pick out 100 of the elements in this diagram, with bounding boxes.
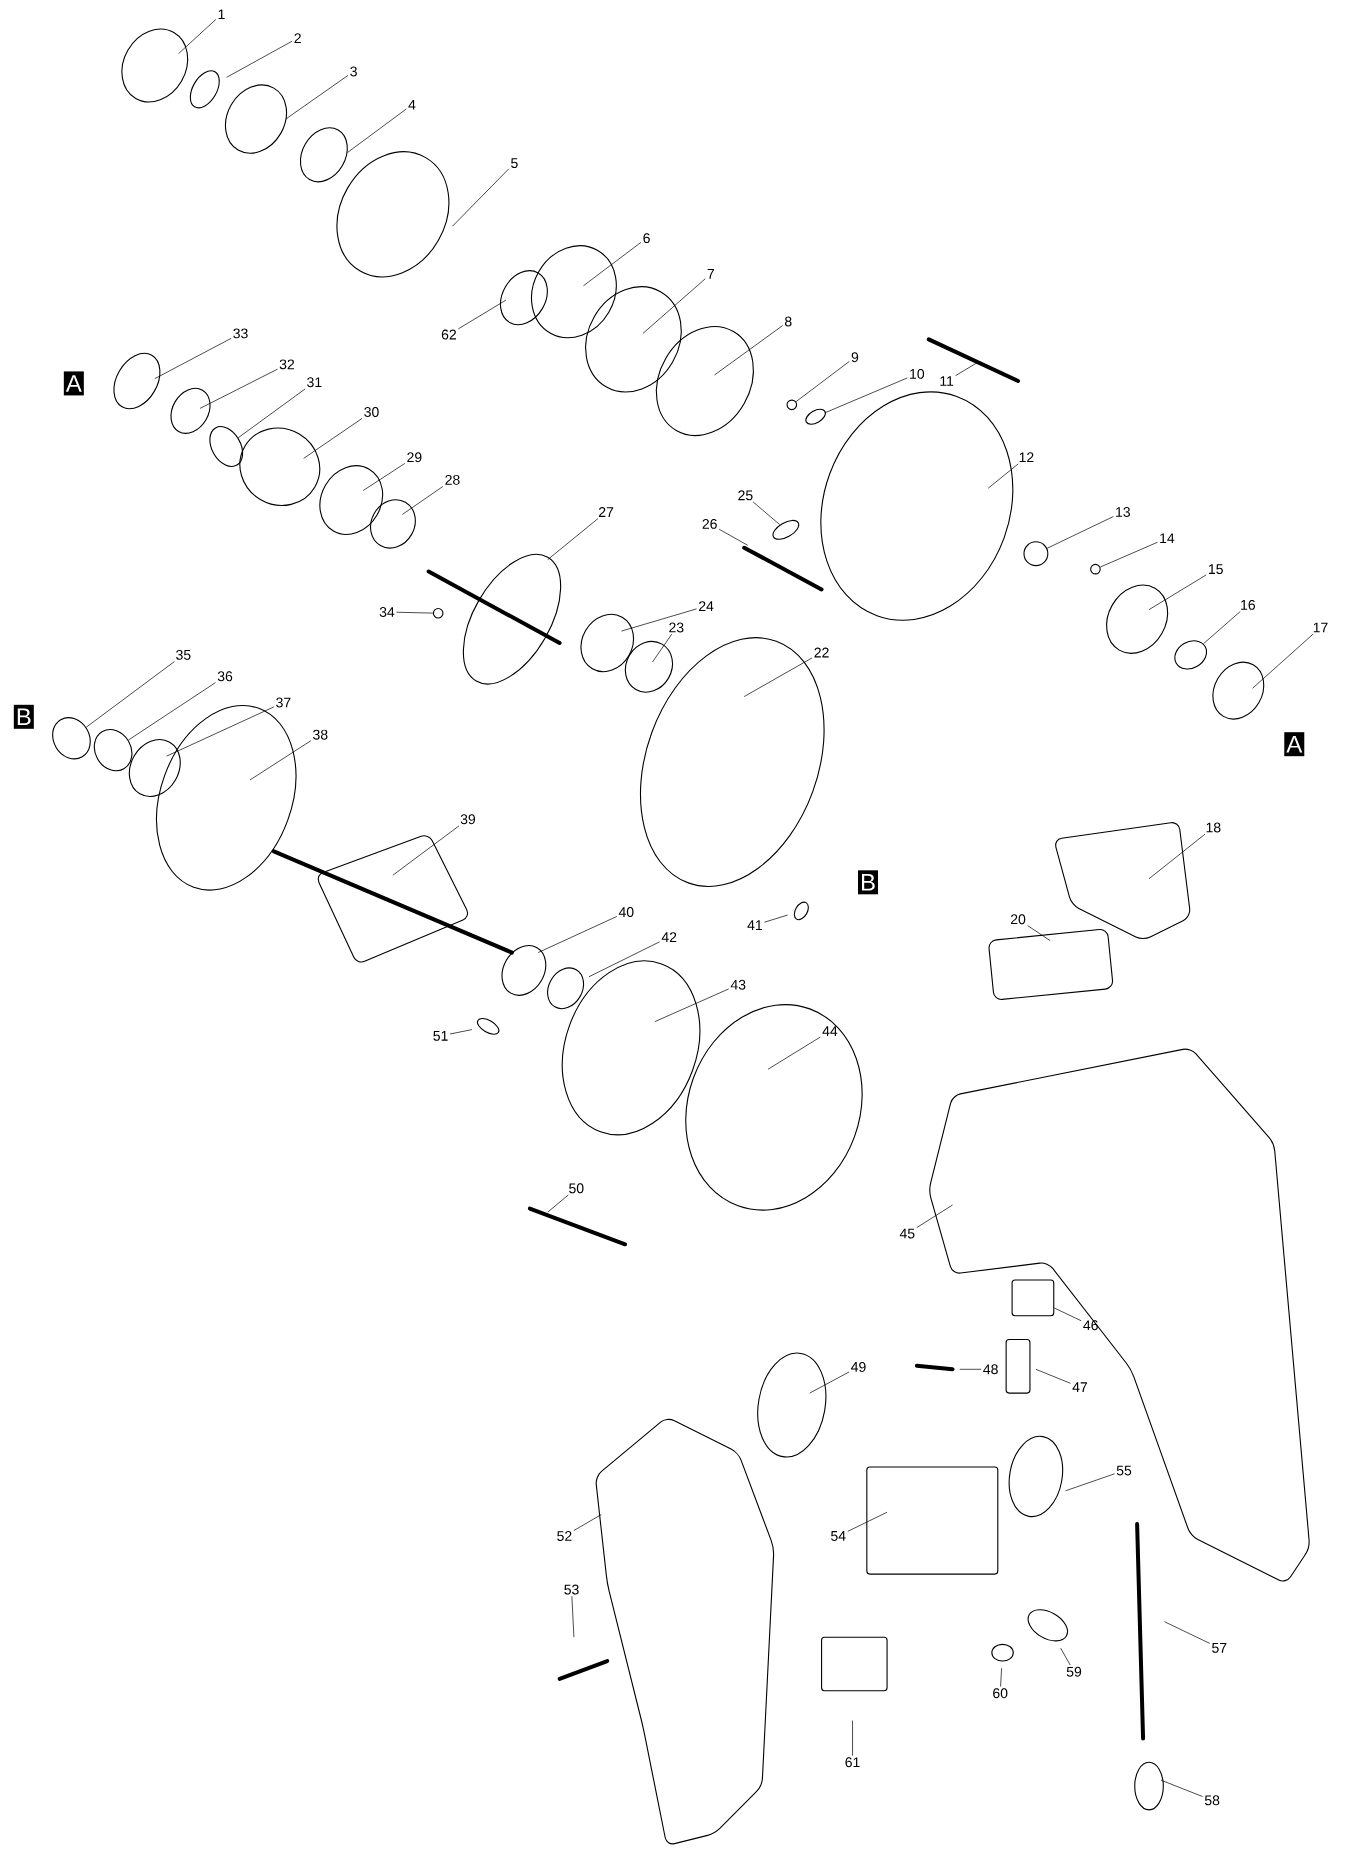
leader-line [1053,1307,1082,1322]
leader-line [654,988,729,1022]
reference-letter: B [857,870,878,895]
leader-line [285,75,349,120]
callout-number: 8 [784,316,792,327]
callout-number: 41 [747,920,762,930]
callout-number: 50 [568,1183,584,1194]
leader-line [547,518,599,560]
leader-line [571,1595,575,1638]
leader-line [362,463,406,491]
leader-line [1148,833,1206,880]
leader-line [916,1204,953,1228]
callout-number: 49 [850,1361,866,1372]
callout-number: 9 [851,352,859,363]
leader-line [1160,1779,1203,1797]
callout-number: 3 [350,66,357,77]
leader-line [1252,633,1314,689]
callout-number: 23 [669,622,684,633]
callout-number: 60 [993,1688,1008,1699]
callout-number: 57 [1211,1643,1227,1653]
leader-line [652,633,672,663]
callout-number: 6 [643,233,650,244]
callout-number: 37 [276,697,291,708]
leader-line [955,362,977,376]
callout-number: 4 [408,99,416,110]
leader-line [1046,516,1114,549]
leader-line [237,388,306,439]
callout-number: 59 [1066,1666,1081,1677]
leader-line [583,242,642,287]
leader-line [1035,1368,1071,1384]
leader-line [573,1514,602,1531]
reference-letter: A [1284,732,1305,757]
leader-line [713,325,783,376]
leader-line [178,19,217,54]
leader-line [449,1029,473,1035]
leader-line [1065,1473,1115,1492]
callout-number: 40 [618,907,634,918]
callout-number: 48 [983,1364,998,1375]
leader-line [452,168,510,227]
callout-number: 16 [1241,599,1255,610]
callout-number: 25 [738,490,753,501]
leader-line [1099,541,1158,568]
leader-line [809,1371,850,1394]
leader-line [199,368,278,409]
callout-number: 55 [1116,1465,1132,1476]
leader-line [1060,1647,1071,1666]
callout-number: 26 [702,518,717,529]
callout-number: 20 [1010,914,1026,925]
part-outline [52,717,91,760]
leader-line [642,278,706,334]
part-outline [209,426,243,467]
part-outline [1090,563,1101,575]
callout-number: 46 [1083,1320,1098,1331]
callout-number: 39 [460,814,475,825]
leader-line [457,299,507,330]
callout-number: 43 [730,979,746,990]
leader-line [1027,925,1051,941]
callout-number: 58 [1204,1795,1220,1806]
reference-letter: A [63,371,84,396]
part-outline [1023,541,1049,567]
callout-number: 27 [598,507,614,517]
leader-line [1000,1667,1002,1687]
callout-number: 53 [564,1584,579,1595]
leader-line [825,377,908,413]
callout-number: 7 [707,269,714,279]
leader-line [392,825,460,876]
callout-number: 30 [364,407,379,417]
leader-line [154,338,232,379]
callout-number: 61 [845,1757,860,1768]
callout-number: 17 [1313,622,1328,633]
part-outline [93,729,133,772]
callout-number: 12 [1019,452,1034,463]
leader-line [847,1511,888,1532]
callout-number: 1 [218,9,225,20]
leader-line [743,657,813,697]
callout-number: 2 [294,33,301,43]
callout-number: 32 [279,359,294,370]
callout-number: 34 [379,607,395,617]
leader-line [795,361,850,402]
callout-number: 22 [814,647,829,658]
leader-line [752,501,780,525]
leader-line [987,463,1019,489]
callout-number: 51 [433,1031,448,1041]
part-outline [805,408,826,425]
leader-line [767,1036,821,1070]
part-outline [1011,1279,1055,1317]
callout-number: 36 [217,671,233,682]
leader-line [226,40,293,78]
callout-number: 38 [312,729,328,740]
callout-number: 62 [441,329,456,340]
callout-number: 33 [233,328,248,339]
leader-line [718,528,748,546]
callout-number: 29 [407,452,422,463]
callout-number: 28 [445,474,460,485]
leader-line [1148,574,1207,610]
leader-line [1164,1621,1210,1644]
part-outline [786,399,797,411]
callout-number: 18 [1206,822,1221,833]
leader-line [347,108,407,153]
leader-line [249,740,312,781]
